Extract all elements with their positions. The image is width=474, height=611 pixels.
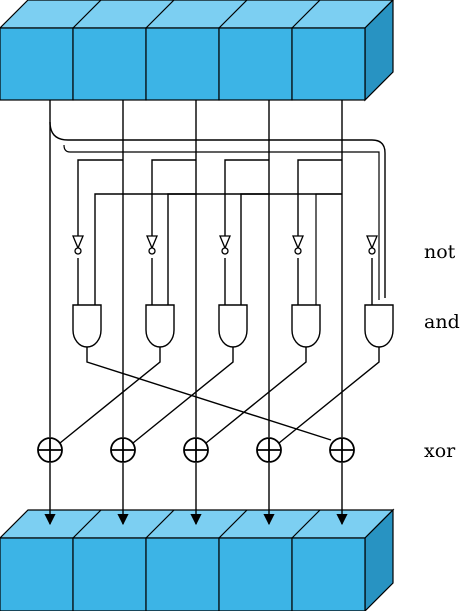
not-label: not [424,241,456,263]
top-register-cell-1 [0,27,74,101]
not-gate-icon [146,235,158,255]
top-register-cell-5 [291,27,366,101]
xor-gate-icon [183,437,209,463]
top-register-top-face [0,0,394,29]
and-label: and [424,311,460,333]
not-gate-icon [292,235,304,255]
bottom-register-cell-4 [218,537,293,611]
not-input-wire-1 [77,159,123,236]
xor-label: xor [424,440,456,462]
and-gate-icon [364,304,394,348]
bottom-register-cell-2 [72,537,147,611]
xor-gate-icon [110,437,136,463]
and-input-wire-4 [315,193,342,305]
and-to-xor-4 [205,347,307,444]
not-input-wire-3 [224,159,269,236]
and-to-xor-5 [278,347,380,444]
and-gate-icon [145,304,175,348]
and-to-xor-1 [86,347,332,441]
top-register-cell-4 [218,27,293,101]
wraparound-bus-inner [63,144,380,300]
xor-gate-row [37,437,355,463]
not-input-wire-4 [297,159,342,236]
not-gate-icon [366,235,378,255]
bottom-register-cell-3 [145,537,220,611]
xor-gate-icon [329,437,355,463]
not-gate-icon [72,235,84,255]
output-register [0,508,395,611]
and-gate-row [72,304,394,348]
and-gate-icon [218,304,248,348]
top-register-cell-3 [145,27,220,101]
not-input-wire-2 [151,159,196,236]
wraparound-bus [49,121,386,298]
branch-wires [49,121,386,444]
and-gate-icon [291,304,321,348]
lane-wires [44,100,348,526]
not-gate-icon [219,235,231,255]
xor-gate-icon [37,437,63,463]
and-gate-icon [72,304,102,348]
and-input-wire-3 [240,193,342,305]
xor-gate-icon [256,437,282,463]
and-input-wire-1 [94,193,196,305]
and-to-xor-3 [132,347,234,444]
and-input-wire-2 [167,193,269,305]
top-register-cell-2 [72,27,147,101]
not-gate-row [72,235,378,255]
input-register [0,0,394,102]
bottom-register-cell-5 [291,537,366,611]
bottom-register-cell-1 [0,537,74,611]
and-to-xor-2 [59,347,161,444]
